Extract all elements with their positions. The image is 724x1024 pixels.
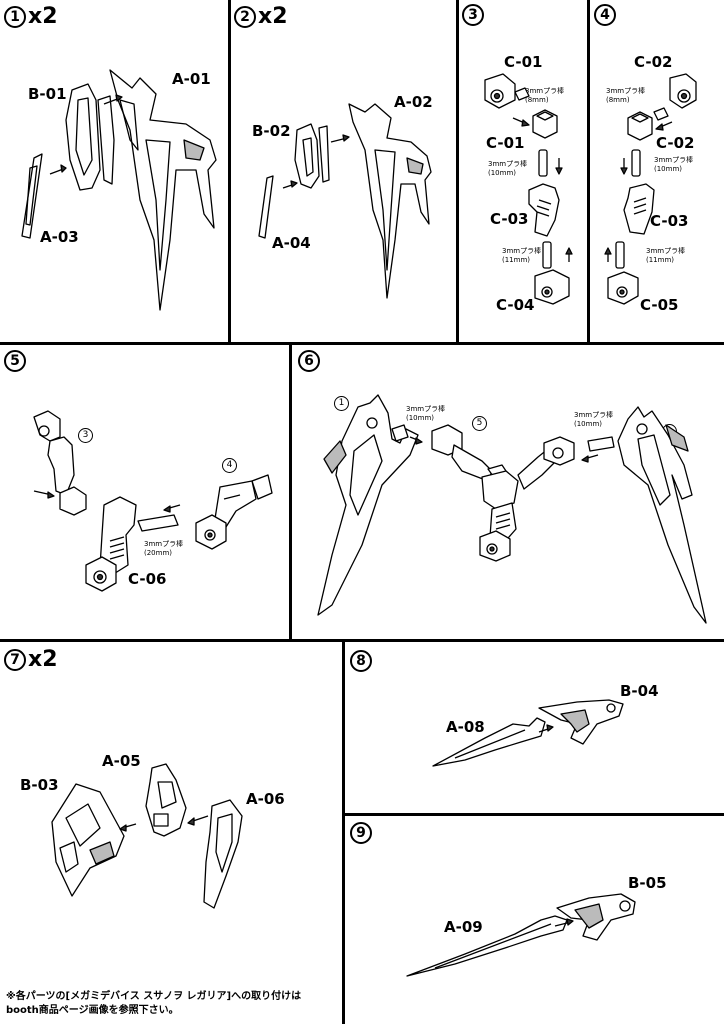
ref-step-1-left: 1 [334, 396, 349, 411]
part-label-a01: A-01 [172, 70, 211, 88]
rod-label-10mm-left: 3mmプラ棒(10mm) [406, 405, 445, 423]
step-number: 2 [234, 5, 256, 28]
part-label-b01: B-01 [28, 85, 67, 103]
rod-name: 3mmプラ棒 [488, 160, 528, 168]
rod-name: 3mmプラ棒 [406, 405, 446, 413]
step-number: 6 [298, 350, 320, 372]
divider [228, 0, 231, 342]
rod-name: 3mmプラ棒 [606, 87, 646, 95]
rod-length: (20mm) [144, 549, 173, 557]
rod-label-10mm-b: 3mmプラ棒(10mm) [654, 156, 693, 174]
step-multiplier: x2 [28, 4, 58, 29]
rod-length: (10mm) [574, 420, 603, 428]
rod-label-11mm-b: 3mmプラ棒(11mm) [646, 247, 685, 265]
part-label-c01-top: C-01 [504, 53, 543, 71]
step-3-header: 3 [462, 4, 484, 26]
rod-length: (10mm) [654, 165, 683, 173]
step-number: 8 [350, 650, 372, 672]
part-label-c03: C-03 [490, 210, 529, 228]
shield-assembly-7-drawing [51, 763, 243, 909]
full-assembly-6-drawing [317, 394, 707, 624]
step-number: 9 [350, 822, 372, 844]
blade-assembly-8-drawing [432, 699, 624, 767]
rod-length: (8mm) [606, 96, 630, 104]
part-label-a09: A-09 [444, 918, 483, 936]
rod-length: (10mm) [406, 414, 435, 422]
rod-length: (11mm) [502, 256, 531, 264]
rod-name: 3mmプラ棒 [654, 156, 694, 164]
part-label-a06: A-06 [246, 790, 285, 808]
rod-label-8mm: 3mmプラ棒(8mm) [525, 87, 564, 105]
rod-label-10mm-right: 3mmプラ棒(10mm) [574, 411, 613, 429]
rod-label-8mm-b: 3mmプラ棒(8mm) [606, 87, 645, 105]
rod-length: (8mm) [525, 96, 549, 104]
divider [0, 342, 724, 345]
divider [289, 345, 292, 639]
divider [342, 642, 345, 1024]
joint-assembly-3-drawing [484, 73, 573, 305]
part-label-a02: A-02 [394, 93, 433, 111]
rod-name: 3mmプラ棒 [525, 87, 565, 95]
footnote: ※各パーツの[メガミデバイス スサノヲ レガリア]への取り付けは booth商品… [6, 990, 301, 1018]
divider [0, 639, 724, 642]
rod-name: 3mmプラ棒 [646, 247, 686, 255]
wing-assembly-1-drawing [21, 69, 217, 311]
step-number: 4 [594, 4, 616, 26]
rod-label-20mm: 3mmプラ棒(20mm) [144, 540, 183, 558]
footnote-line-2: booth商品ページ画像を参照下さい。 [6, 1005, 179, 1016]
rod-name: 3mmプラ棒 [574, 411, 614, 419]
divider [587, 0, 590, 342]
ref-step-3: 3 [78, 428, 93, 443]
rod-length: (10mm) [488, 169, 517, 177]
part-label-c02: C-02 [656, 134, 695, 152]
ref-step-4: 4 [222, 458, 237, 473]
joint-assembly-4-drawing [604, 73, 697, 305]
part-label-b05: B-05 [628, 874, 667, 892]
step-number: 5 [4, 350, 26, 372]
part-label-b03: B-03 [20, 776, 59, 794]
divider [344, 813, 724, 816]
part-label-c05: C-05 [640, 296, 679, 314]
part-label-c03-b: C-03 [650, 212, 689, 230]
rod-label-10mm: 3mmプラ棒(10mm) [488, 160, 527, 178]
part-label-c06: C-06 [128, 570, 167, 588]
step-4-header: 4 [594, 4, 616, 26]
part-label-c01: C-01 [486, 134, 525, 152]
step-number: 1 [4, 5, 26, 28]
footnote-line-1: ※各パーツの[メガミデバイス スサノヲ レガリア]への取り付けは [6, 991, 302, 1002]
step-6-header: 6 [298, 350, 320, 372]
step-8-header: 8 [350, 650, 372, 672]
rod-label-11mm: 3mmプラ棒(11mm) [502, 247, 541, 265]
part-label-a08: A-08 [446, 718, 485, 736]
step-multiplier: x2 [28, 647, 58, 672]
part-label-a04: A-04 [272, 234, 311, 252]
blade-assembly-9-drawing [406, 893, 636, 977]
part-label-a03: A-03 [40, 228, 79, 246]
step-5-header: 5 [4, 350, 26, 372]
ref-step-5: 5 [472, 416, 487, 431]
divider [456, 0, 459, 342]
part-label-b02: B-02 [252, 122, 291, 140]
rod-name: 3mmプラ棒 [144, 540, 184, 548]
wing-assembly-2-drawing [258, 103, 432, 299]
step-number: 7 [4, 648, 26, 671]
step-9-header: 9 [350, 822, 372, 844]
step-number: 3 [462, 4, 484, 26]
part-label-c02-top: C-02 [634, 53, 673, 71]
part-label-a05: A-05 [102, 752, 141, 770]
rod-length: (11mm) [646, 256, 675, 264]
joint-assembly-5-drawing [33, 410, 273, 592]
part-label-b04: B-04 [620, 682, 659, 700]
part-label-c04: C-04 [496, 296, 535, 314]
step-multiplier: x2 [258, 4, 288, 29]
rod-name: 3mmプラ棒 [502, 247, 542, 255]
